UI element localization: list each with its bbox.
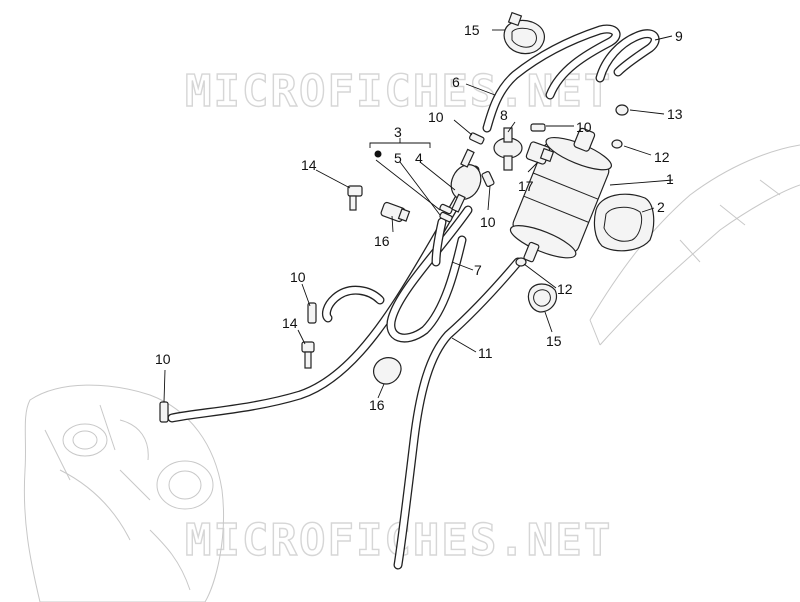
hose-9 [595,29,660,83]
callout-15-lower: 15 [546,333,562,349]
callout-7: 7 [474,262,482,278]
callout-14-a: 14 [301,157,317,173]
hose-6 [482,24,621,133]
callout-16-b: 16 [369,397,385,413]
fuel-filter-4 [450,148,482,213]
connector-14-upper [347,185,363,211]
callout-1: 1 [666,171,674,187]
frame-outline [589,144,800,346]
callout-10-b: 10 [576,119,592,135]
connector-17 [525,141,555,165]
pump-sleeve-2 [593,193,655,252]
fuel-tank-outline [23,384,225,602]
callout-12-a: 12 [654,149,670,165]
callout-6: 6 [452,74,460,90]
hose-11 [393,257,523,570]
clip-16-upper [380,201,411,223]
kit-bracket-3 [369,138,431,158]
callout-9: 9 [675,28,683,44]
leader-lines [163,29,674,403]
o-rings [515,104,629,267]
callout-3: 3 [394,124,402,140]
callout-5: 5 [394,150,402,166]
callout-12-b: 12 [557,281,573,297]
connector-14-lower [301,341,315,369]
fuel-pump-1 [509,127,612,263]
callout-10-e: 10 [155,351,171,367]
fuel-filter-8 [493,127,523,171]
callout-8: 8 [500,107,508,123]
clip-10-group [159,123,546,423]
callout-10-d: 10 [290,269,306,285]
callout-labels: 15 9 6 8 10 10 13 3 5 4 12 14 1 17 2 10 … [155,22,683,413]
callout-16-a: 16 [374,233,390,249]
callout-14-b: 14 [282,315,298,331]
hose-5 [431,217,447,267]
callout-15-top: 15 [464,22,480,38]
watermark-top: MICROFICHES.NET [185,66,612,117]
callout-10-c: 10 [480,214,496,230]
callout-4: 4 [415,150,423,166]
clamp-15-lower [527,283,558,313]
clip-16-lower [373,357,402,385]
callout-11: 11 [478,345,493,361]
clamp-15-top [503,11,546,55]
kit-marker-dot [374,150,382,158]
callout-2: 2 [657,199,665,215]
callout-10-a: 10 [428,109,444,125]
callout-13: 13 [667,106,683,122]
callout-17: 17 [518,178,534,194]
